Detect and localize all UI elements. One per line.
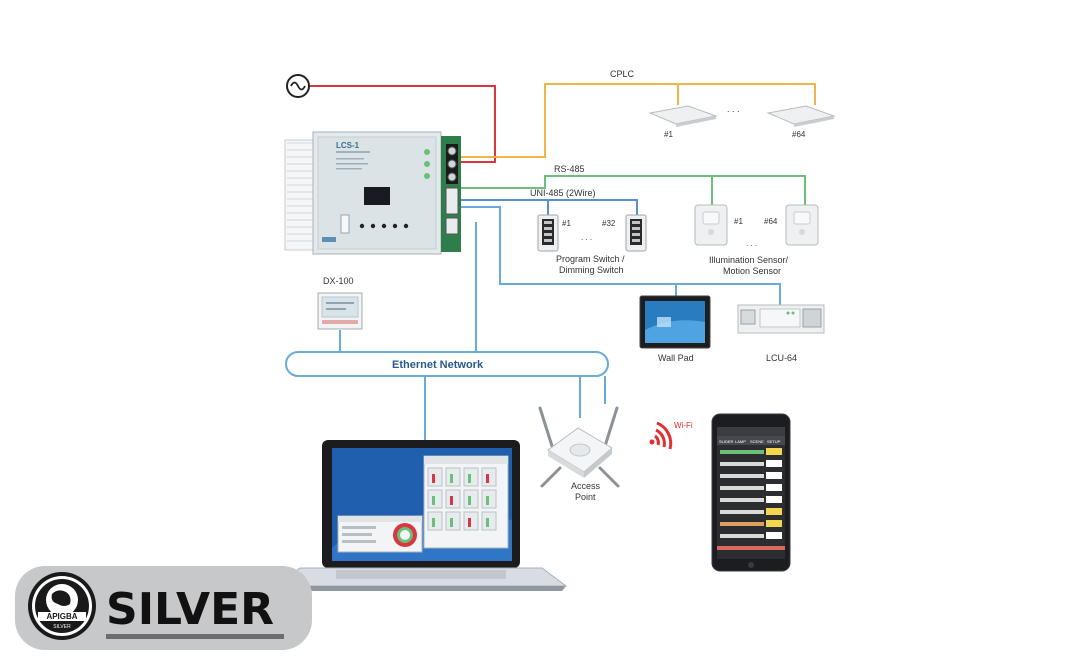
silver-award-badge: APIGBA SILVER SILVER xyxy=(15,566,312,650)
lcs1-controller: LCS-1 xyxy=(284,131,461,255)
phone-tab-slider[interactable]: SLIDER xyxy=(719,439,734,444)
rs485-label: RS-485 xyxy=(554,164,585,174)
lcu64-device xyxy=(737,304,825,334)
laptop-dialog-window xyxy=(337,515,423,553)
controller-button[interactable] xyxy=(381,223,387,229)
sensor-first xyxy=(694,204,728,246)
sensor-caption-line2: Motion Sensor xyxy=(723,266,781,276)
light-last-label: #64 xyxy=(792,130,806,139)
phone-tab-setup[interactable]: SETUP xyxy=(767,439,781,444)
light-first-label: #1 xyxy=(664,130,673,139)
seal-text: APIGBA xyxy=(46,612,77,621)
ac-power-icon xyxy=(286,74,310,98)
controller-button[interactable] xyxy=(370,223,376,229)
rs485-wiring xyxy=(460,175,806,205)
controller-title: LCS-1 xyxy=(336,141,360,150)
sensor-caption-line1: Illumination Sensor/ xyxy=(709,255,789,265)
laptop xyxy=(274,440,568,591)
access-point-label-line1: Access xyxy=(571,481,601,491)
heatsink xyxy=(284,139,316,251)
ethernet-wiring xyxy=(339,222,606,442)
badge-underline xyxy=(106,634,284,639)
phone-tab-bar[interactable]: SLIDER LAMP SCENE SETUP xyxy=(717,436,785,445)
sensor-first-label: #1 xyxy=(734,217,743,226)
dx100-device xyxy=(317,292,363,330)
terminal-block xyxy=(424,136,461,252)
access-point-label-line2: Point xyxy=(575,492,596,502)
ceiling-light-last xyxy=(766,105,836,127)
wall-pad-label: Wall Pad xyxy=(658,353,694,363)
controller-button[interactable] xyxy=(359,223,365,229)
switch-first-label: #1 xyxy=(562,219,571,228)
ceiling-light-first xyxy=(648,105,718,127)
phone-tab-scene[interactable]: SCENE xyxy=(750,439,764,444)
sensor-dots: . . . xyxy=(746,239,757,248)
controller-button[interactable] xyxy=(403,223,409,229)
apigba-seal-logo: APIGBA SILVER xyxy=(28,572,96,640)
badge-word: SILVER xyxy=(106,584,274,635)
sensor-last-label: #64 xyxy=(764,217,778,226)
program-switch-last xyxy=(625,214,647,252)
ac-power-wiring xyxy=(310,85,496,163)
uni485-wiring xyxy=(460,199,781,305)
wifi-label: Wi-Fi xyxy=(674,421,693,430)
ethernet-label: Ethernet Network xyxy=(392,359,484,371)
switch-caption-line2: Dimming Switch xyxy=(559,265,624,275)
phone-screen xyxy=(717,427,785,559)
wifi-icon xyxy=(649,421,673,450)
phone-tab-lamp[interactable]: LAMP xyxy=(735,439,746,444)
switch-dots: . . . xyxy=(581,233,592,242)
sensor-last xyxy=(785,204,819,246)
smartphone: SLIDER LAMP SCENE SETUP xyxy=(711,413,791,572)
ethernet-network-bus xyxy=(285,351,609,377)
phone-slider-rows xyxy=(717,448,785,550)
controller-display xyxy=(364,187,390,205)
light-dots: . . . xyxy=(727,104,740,114)
uni485-label: UNI-485 (2Wire) xyxy=(530,188,596,198)
seal-subtext: SILVER xyxy=(53,624,71,630)
cplc-label: CPLC xyxy=(610,69,635,79)
dx100-label: DX-100 xyxy=(323,276,354,286)
wall-pad-device xyxy=(639,295,711,349)
lcu64-label: LCU-64 xyxy=(766,353,797,363)
access-point xyxy=(538,406,620,488)
switch-last-label: #32 xyxy=(602,219,616,228)
program-switch-first xyxy=(537,214,559,252)
switch-caption-line1: Program Switch / xyxy=(556,254,625,264)
cplc-wiring xyxy=(460,83,816,158)
controller-button[interactable] xyxy=(392,223,398,229)
laptop-app-window xyxy=(423,455,509,549)
